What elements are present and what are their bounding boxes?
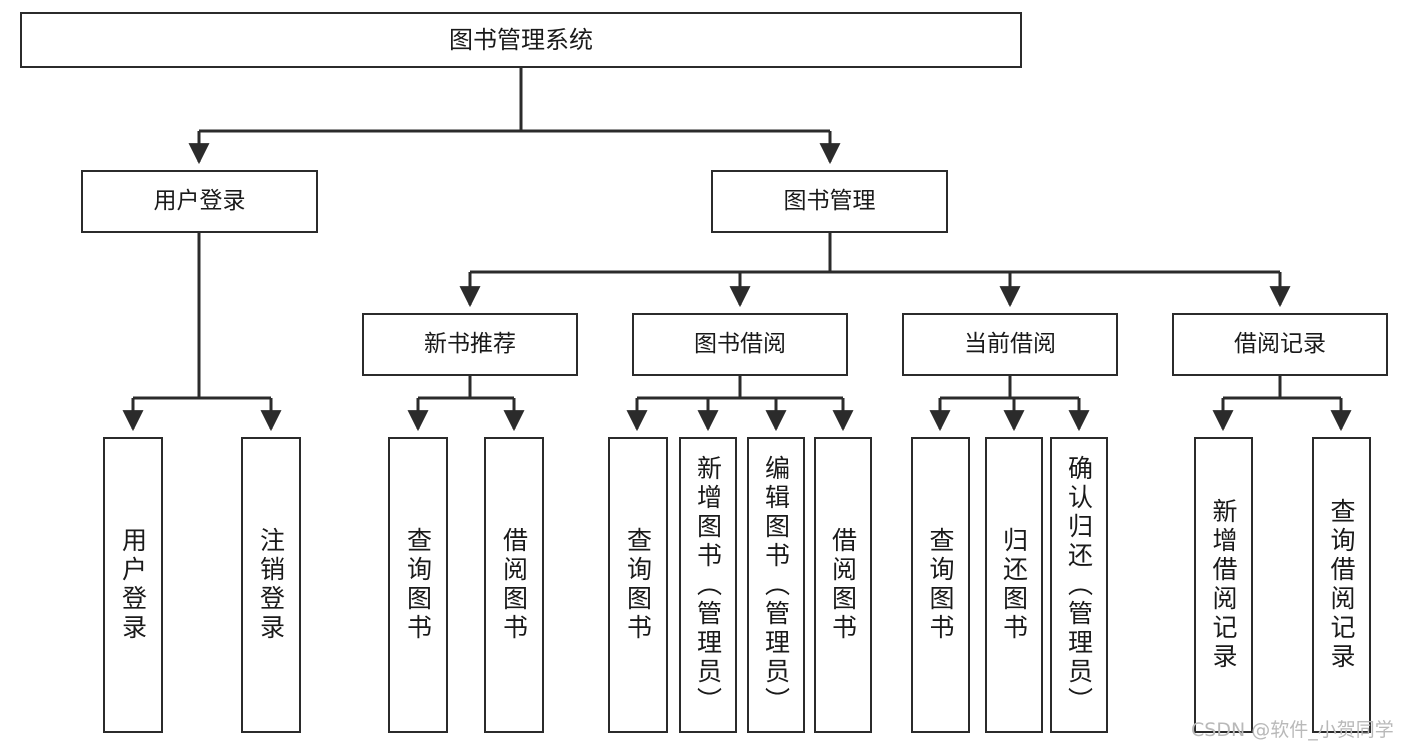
leaf-borrow-book-recommend[interactable]: 借阅图书 xyxy=(484,437,544,733)
leaf-add-borrow-record-label: 新增借阅记录 xyxy=(1209,498,1238,672)
leaf-query-book-label: 查询图书 xyxy=(623,527,653,643)
leaf-confirm-return-admin-label: 确认归还（管理员） xyxy=(1064,454,1094,716)
node-user-login[interactable]: 用户登录 xyxy=(81,170,318,233)
leaf-query-book[interactable]: 查询图书 xyxy=(608,437,668,733)
leaf-add-book-admin[interactable]: 新增图书（管理员） xyxy=(679,437,737,733)
node-user-login-label: 用户登录 xyxy=(153,187,246,214)
node-root[interactable]: 图书管理系统 xyxy=(20,12,1022,68)
leaf-query-borrow-record[interactable]: 查询借阅记录 xyxy=(1312,437,1371,733)
node-current-borrow-label: 当前借阅 xyxy=(964,330,1056,357)
leaf-return-book-label: 归还图书 xyxy=(999,527,1029,643)
node-borrow-records[interactable]: 借阅记录 xyxy=(1172,313,1388,376)
leaf-user-login[interactable]: 用户登录 xyxy=(103,437,163,733)
leaf-edit-book-admin-label: 编辑图书（管理员） xyxy=(761,454,791,716)
leaf-borrow-book-label: 借阅图书 xyxy=(828,527,858,643)
node-root-label: 图书管理系统 xyxy=(449,25,593,54)
node-book-management[interactable]: 图书管理 xyxy=(711,170,948,233)
watermark: CSDN @软件_小贺同学 xyxy=(1191,719,1394,741)
leaf-return-book[interactable]: 归还图书 xyxy=(985,437,1043,733)
node-borrow-records-label: 借阅记录 xyxy=(1234,330,1326,357)
node-book-management-label: 图书管理 xyxy=(783,187,876,214)
leaf-query-book-current[interactable]: 查询图书 xyxy=(911,437,970,733)
node-book-borrow[interactable]: 图书借阅 xyxy=(632,313,848,376)
leaf-query-book-current-label: 查询图书 xyxy=(926,527,955,643)
leaf-borrow-book-recommend-label: 借阅图书 xyxy=(499,527,529,643)
leaf-user-login-label: 用户登录 xyxy=(118,527,148,643)
leaf-borrow-book[interactable]: 借阅图书 xyxy=(814,437,872,733)
node-current-borrow[interactable]: 当前借阅 xyxy=(902,313,1118,376)
leaf-add-borrow-record[interactable]: 新增借阅记录 xyxy=(1194,437,1253,733)
leaf-query-book-recommend[interactable]: 查询图书 xyxy=(388,437,448,733)
leaf-confirm-return-admin[interactable]: 确认归还（管理员） xyxy=(1050,437,1108,733)
leaf-query-book-recommend-label: 查询图书 xyxy=(403,527,433,643)
node-new-book-recommend[interactable]: 新书推荐 xyxy=(362,313,578,376)
leaf-add-book-admin-label: 新增图书（管理员） xyxy=(693,454,723,716)
leaf-logout[interactable]: 注销登录 xyxy=(241,437,301,733)
leaf-logout-label: 注销登录 xyxy=(256,527,286,643)
node-book-borrow-label: 图书借阅 xyxy=(694,330,786,357)
leaf-query-borrow-record-label: 查询借阅记录 xyxy=(1327,498,1356,672)
leaf-edit-book-admin[interactable]: 编辑图书（管理员） xyxy=(747,437,805,733)
node-new-book-recommend-label: 新书推荐 xyxy=(424,330,516,357)
